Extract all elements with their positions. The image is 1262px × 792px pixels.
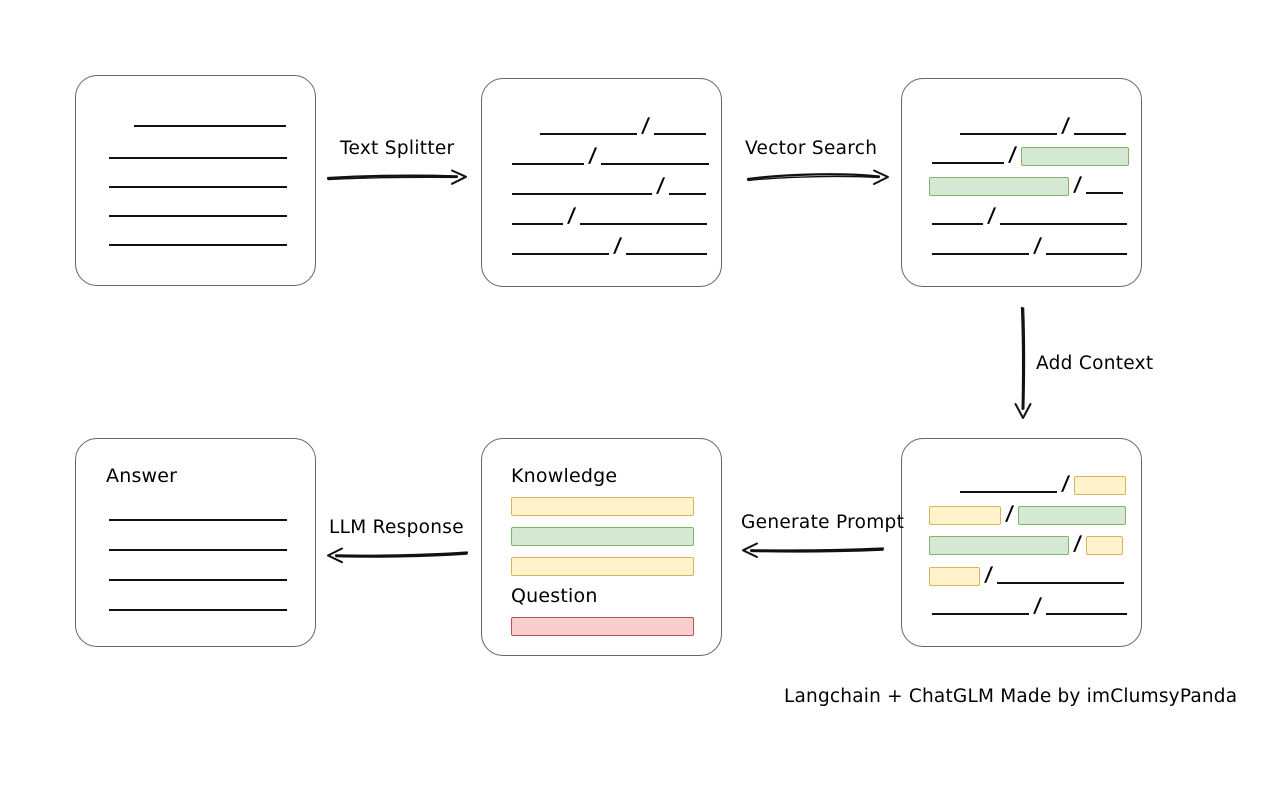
source-line-5: [109, 244, 287, 246]
chunk-segment: [601, 163, 710, 165]
prompt-knowledge-chip-2: [511, 527, 694, 546]
answer-heading: Answer: [106, 465, 178, 487]
arrow-text-splitter: Text Splitter: [325, 138, 475, 188]
chunk-segment: [960, 491, 1057, 493]
footer-credit: Langchain + ChatGLM Made by imClumsyPand…: [784, 686, 1238, 707]
box-answer[interactable]: Answer: [75, 438, 316, 647]
answer-line-3: [109, 579, 287, 581]
chunk-segment: [512, 223, 563, 225]
arrow-generate-prompt-glyph: [742, 542, 885, 558]
chunk-row: /: [932, 233, 1128, 257]
chunk-segment: [1074, 133, 1127, 135]
chunk-slash: /: [655, 173, 666, 197]
chunk-highlight-green: [929, 176, 1069, 196]
chunk-segment: [1000, 223, 1128, 225]
arrow-add-context-glyph: [1014, 306, 1032, 419]
arrow-llm-response-glyph: [327, 547, 469, 564]
arrow-vector-search-glyph: [746, 169, 889, 185]
source-line-3: [109, 186, 287, 188]
chunk-highlight-yellow: [1074, 475, 1127, 495]
arrow-add-context-label: Add Context: [1036, 353, 1154, 374]
chunk-highlight-yellow: [929, 566, 980, 586]
arrow-vector-search: Vector Search: [745, 138, 895, 188]
chunk-highlight-yellow: [1086, 535, 1124, 555]
chunk-row: /: [929, 501, 1127, 525]
box-prompt[interactable]: Knowledge Question: [481, 438, 722, 656]
prompt-knowledge-chip-1: [511, 497, 694, 516]
box-context-augmented-chunks[interactable]: / / / / /: [901, 438, 1142, 647]
chunk-row: /: [540, 113, 707, 137]
prompt-knowledge-chip-3: [511, 557, 694, 576]
arrow-generate-prompt-label: Generate Prompt: [741, 512, 905, 533]
prompt-question-chip: [511, 617, 694, 636]
arrow-llm-response-label: LLM Response: [329, 517, 464, 538]
chunk-row: /: [932, 593, 1128, 617]
chunk-row: /: [929, 531, 1124, 555]
chunk-slash: /: [986, 203, 997, 227]
answer-line-1: [109, 519, 287, 521]
chunk-highlight-green: [929, 535, 1069, 555]
arrow-text-splitter-label: Text Splitter: [340, 138, 455, 159]
prompt-question-heading: Question: [511, 585, 598, 607]
chunk-segment: [997, 582, 1125, 584]
chunk-segment: [512, 253, 609, 255]
chunk-segment: [1046, 253, 1128, 255]
chunk-segment: [932, 253, 1029, 255]
chunk-segment: [512, 163, 584, 165]
chunk-slash: /: [983, 562, 994, 586]
chunk-row: /: [932, 203, 1128, 227]
chunk-highlight-green: [1021, 146, 1130, 166]
chunk-slash: /: [1032, 593, 1043, 617]
chunk-slash: /: [1004, 501, 1015, 525]
chunk-slash: /: [612, 233, 623, 257]
chunk-segment: [932, 162, 1004, 164]
prompt-knowledge-heading: Knowledge: [511, 465, 618, 487]
chunk-row: /: [512, 233, 708, 257]
answer-line-2: [109, 549, 287, 551]
chunk-slash: /: [1072, 172, 1083, 196]
chunk-segment: [1046, 613, 1128, 615]
chunk-row: /: [932, 142, 1130, 166]
chunk-slash: /: [1060, 471, 1071, 495]
arrow-llm-response: LLM Response: [324, 517, 474, 567]
chunk-slash: /: [1072, 531, 1083, 555]
chunk-row: /: [960, 471, 1127, 495]
chunk-segment: [1086, 192, 1124, 194]
chunk-slash: /: [1032, 233, 1043, 257]
chunk-segment: [932, 613, 1029, 615]
chunk-slash: /: [587, 143, 598, 167]
chunk-highlight-yellow: [929, 505, 1001, 525]
arrow-text-splitter-glyph: [326, 169, 467, 185]
arrow-generate-prompt: Generate Prompt: [738, 512, 904, 562]
chunk-segment: [626, 253, 708, 255]
chunk-segment: [654, 133, 707, 135]
source-line-4: [109, 215, 287, 217]
chunk-slash: /: [1007, 142, 1018, 166]
chunk-segment: [960, 133, 1057, 135]
chunk-highlight-green: [1018, 505, 1127, 525]
box-vector-matched-chunks[interactable]: / / / / /: [901, 78, 1142, 287]
chunk-segment: [580, 223, 708, 225]
arrow-add-context: Add Context: [1008, 305, 1168, 425]
answer-line-4: [109, 609, 287, 611]
chunk-segment: [932, 223, 983, 225]
chunk-slash: /: [640, 113, 651, 137]
source-line-1: [134, 125, 286, 127]
chunk-row: /: [512, 203, 708, 227]
chunk-row: /: [512, 143, 710, 167]
box-source-document[interactable]: [75, 75, 316, 286]
chunk-row: /: [960, 113, 1127, 137]
box-split-chunks[interactable]: / / / / /: [481, 78, 722, 287]
source-line-2: [109, 157, 287, 159]
chunk-slash: /: [566, 203, 577, 227]
chunk-slash: /: [1060, 113, 1071, 137]
chunk-segment: [540, 133, 637, 135]
chunk-segment: [512, 193, 652, 195]
chunk-row: /: [929, 172, 1124, 196]
chunk-row: /: [512, 173, 707, 197]
chunk-segment: [669, 193, 707, 195]
chunk-row: /: [929, 562, 1125, 586]
arrow-vector-search-label: Vector Search: [745, 138, 878, 159]
